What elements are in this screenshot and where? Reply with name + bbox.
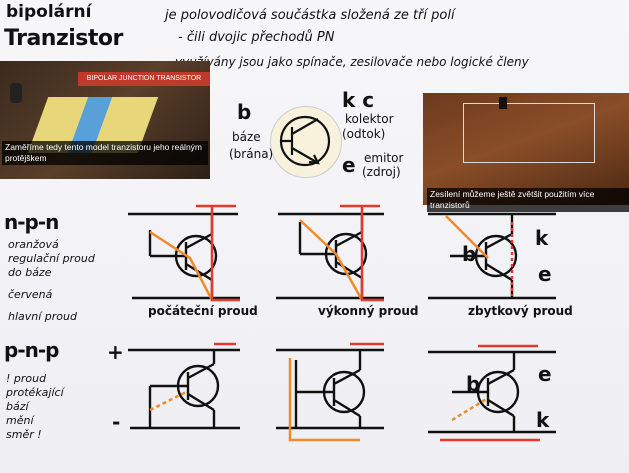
intro-line2: - čili dvojic přechodů PN	[178, 30, 335, 45]
npn-circuits	[128, 212, 556, 300]
symbol-e-letter: e	[342, 153, 356, 177]
npn-caption-2: zbytkový proud	[468, 304, 573, 318]
title-line1: bipolární	[6, 2, 92, 22]
pnp-minus: -	[112, 410, 121, 434]
pnp-heading: p-n-p	[4, 338, 59, 362]
pnp-circuits	[128, 348, 556, 434]
symbol-b-letter: b	[237, 100, 252, 124]
npn-caption-1: výkonný proud	[318, 304, 419, 318]
pnp-note-0: ! proud	[6, 372, 47, 385]
component-chip	[499, 97, 507, 109]
circuit-wire	[463, 103, 595, 163]
emitter-label: emitor	[364, 151, 404, 165]
photo-banner: BIPOLAR JUNCTION TRANSISTOR	[78, 72, 210, 86]
photo-left-caption: Zaměříme tedy tento model tranzistoru je…	[2, 141, 208, 165]
collector-label: kolektor	[345, 112, 394, 126]
npn-legend-3: červená	[8, 288, 53, 301]
npn-legend-1: regulační proud	[8, 252, 95, 265]
collector-sub: (odtok)	[342, 127, 386, 141]
pnp-note-2: bází	[6, 400, 29, 413]
npn-b-label: b	[462, 242, 477, 266]
photo-right-caption: Zesílení můžeme ještě zvětšit použitím v…	[427, 188, 629, 212]
npn-current-paths	[149, 204, 514, 302]
photo-circuit	[423, 93, 629, 205]
component-transistor	[10, 83, 22, 103]
npn-e-label: e	[538, 262, 552, 286]
emitter-sub: (zdroj)	[362, 165, 401, 179]
pnp-note-1: protékající	[6, 386, 64, 399]
npn-caption-0: počáteční proud	[148, 304, 258, 318]
npn-k-label: k	[535, 226, 549, 250]
intro-line1: je polovodičová součástka složená ze tří…	[165, 8, 455, 23]
npn-heading: n-p-n	[4, 210, 59, 234]
pnp-k-label: k	[536, 408, 550, 432]
pnp-note-3: mění	[6, 414, 34, 427]
pnp-note-4: směr !	[6, 428, 42, 441]
npn-legend-0: oranžová	[8, 238, 59, 251]
pnp-b-label: b	[466, 372, 481, 396]
intro-line3: využívány jsou jako spínače, zesilovače …	[175, 55, 529, 69]
title-line2: Tranzistor	[4, 26, 123, 51]
pnp-e-label: e	[538, 362, 552, 386]
pnp-plus: +	[107, 340, 124, 364]
npn-legend-2: do báze	[8, 266, 52, 279]
symbol-kc-letter: k c	[342, 88, 375, 112]
pnp-current-paths	[149, 342, 540, 442]
npn-legend-4: hlavní proud	[8, 310, 77, 323]
symbol-transistor	[279, 115, 331, 167]
base-label: báze	[232, 130, 261, 144]
base-sub: (brána)	[229, 147, 274, 161]
